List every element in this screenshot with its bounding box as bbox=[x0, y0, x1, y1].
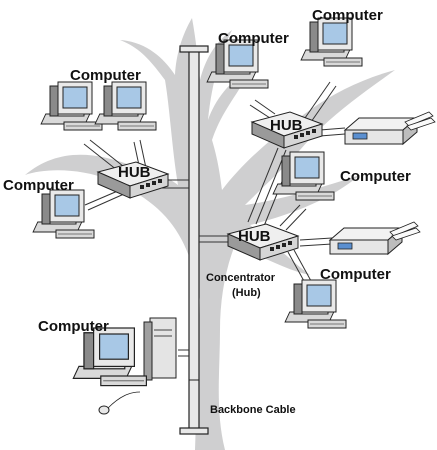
computer-top-right bbox=[300, 17, 363, 67]
label-computer-left-mid: Computer bbox=[3, 177, 74, 194]
label-computer-top-right: Computer bbox=[312, 7, 383, 24]
label-concentrator: Concentrator bbox=[206, 272, 276, 284]
label-hub-center: HUB bbox=[238, 228, 271, 245]
computer-left-1 bbox=[40, 81, 103, 131]
computer-top-center bbox=[206, 39, 269, 89]
label-backbone-cable: Backbone Cable bbox=[210, 404, 296, 416]
label-computer-right-lower: Computer bbox=[320, 266, 391, 283]
label-concentrator-hub: (Hub) bbox=[232, 287, 261, 299]
backbone-cable bbox=[179, 45, 209, 435]
computer-right-lower bbox=[284, 279, 347, 329]
printer-top-icon bbox=[344, 111, 436, 145]
label-hub-left: HUB bbox=[118, 164, 151, 181]
computer-right-mid bbox=[272, 151, 335, 201]
printer-bottom-icon bbox=[329, 221, 421, 255]
label-computer-left-top: Computer bbox=[70, 67, 141, 84]
computer-bottom-left bbox=[72, 317, 177, 415]
computer-left-2 bbox=[94, 81, 157, 131]
label-hub-right-top: HUB bbox=[270, 117, 303, 134]
computer-left-mid bbox=[32, 189, 95, 239]
label-computer-top-center: Computer bbox=[218, 30, 289, 47]
label-computer-bottom-left: Computer bbox=[38, 318, 109, 335]
label-computer-right-mid: Computer bbox=[340, 168, 411, 185]
